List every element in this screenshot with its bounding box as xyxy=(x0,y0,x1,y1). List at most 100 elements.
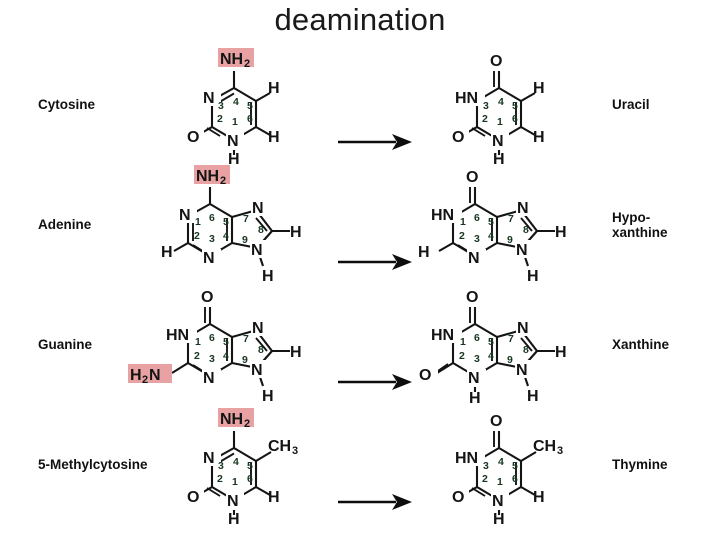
ring-number-2: 2 xyxy=(482,473,488,485)
reactant-label-cytosine: Cytosine xyxy=(38,97,96,112)
product-label-xanthine: Xanthine xyxy=(612,337,670,352)
ring-number-4: 4 xyxy=(498,456,504,468)
ring-number-9: 9 xyxy=(242,234,248,246)
atom-label-o4: O xyxy=(490,413,502,430)
structure-adenine: NH 2 N N N N H H H 1 6 5 2 3 4 7 8 9 xyxy=(150,165,320,285)
ring-number-7: 7 xyxy=(508,213,514,225)
atom-label-h1: H xyxy=(493,151,505,168)
atom-label-ch3: CH xyxy=(268,438,291,455)
atom-label-n3: N xyxy=(468,370,480,387)
page-title: deamination xyxy=(274,2,446,37)
ring-number-2: 2 xyxy=(217,473,223,485)
ring-number-5: 5 xyxy=(223,216,229,228)
ring-number-6: 6 xyxy=(247,473,253,485)
ring-number-4: 4 xyxy=(233,96,239,108)
highlight-amino-adenine xyxy=(194,165,230,184)
ring-number-1: 1 xyxy=(232,476,238,488)
atom-label-nh2: NH xyxy=(196,168,219,185)
ring-number-1: 1 xyxy=(497,476,503,488)
atom-sub-2: 2 xyxy=(244,58,250,70)
ring-number-3: 3 xyxy=(474,233,480,245)
atom-label-h9: H xyxy=(527,388,539,405)
reaction-arrow-1 xyxy=(338,131,414,153)
atom-label-ch3: CH xyxy=(533,438,556,455)
ring-number-6: 6 xyxy=(209,332,215,344)
structure-thymine: O HN O N CH 3 H H 3 4 5 2 1 6 xyxy=(415,405,585,528)
ring-number-2: 2 xyxy=(194,230,200,242)
ring-number-8: 8 xyxy=(258,344,264,356)
atom-label-n7: N xyxy=(517,200,529,217)
highlight-amino-methylcytosine xyxy=(218,408,254,427)
structure-cytosine: NH 2 N O N H H H 3 4 5 2 1 6 xyxy=(150,45,300,168)
atom-label-n1: N xyxy=(492,493,504,510)
atom-label-h2n-n: N xyxy=(149,367,161,384)
ring-number-6: 6 xyxy=(474,332,480,344)
atom-label-h9: H xyxy=(262,268,274,285)
reactant-label-adenine: Adenine xyxy=(38,217,92,232)
ring-number-5: 5 xyxy=(247,100,253,112)
ring-number-3: 3 xyxy=(218,460,224,472)
atom-sub-3: 3 xyxy=(292,445,298,457)
ring-number-4: 4 xyxy=(488,350,494,362)
ring-number-3: 3 xyxy=(209,233,215,245)
atom-label-hn3: HN xyxy=(455,450,478,467)
atom-label-hn3: HN xyxy=(455,90,478,107)
highlight-amino-guanine xyxy=(128,364,172,383)
highlight-amino-cytosine xyxy=(218,48,254,67)
atom-label-h9: H xyxy=(262,388,274,405)
right-arrow-icon xyxy=(338,254,412,270)
structure-guanine: O HN N N N H H H 2 N 1 6 5 2 3 4 7 8 9 xyxy=(128,285,325,405)
atom-label-n9: N xyxy=(516,242,528,259)
atom-label-h6: H xyxy=(533,489,545,506)
ring-number-6: 6 xyxy=(474,212,480,224)
product-label-line1: Hypo- xyxy=(612,210,651,225)
atom-sub-3: 3 xyxy=(557,445,563,457)
ring-number-1: 1 xyxy=(195,216,201,228)
ring-number-9: 9 xyxy=(507,234,513,246)
ring-number-9: 9 xyxy=(242,354,248,366)
ring-number-6: 6 xyxy=(247,113,253,125)
product-label-thymine: Thymine xyxy=(612,457,668,472)
reaction-arrow-4 xyxy=(338,491,414,513)
atom-label-h8: H xyxy=(555,224,567,241)
thymine-svg: O HN O N CH 3 H H 3 4 5 2 1 6 xyxy=(451,411,563,528)
atom-label-nh2: NH xyxy=(220,411,243,428)
ring-number-6: 6 xyxy=(209,212,215,224)
reaction-row-methylcytosine: 5-Methylcytosine xyxy=(0,405,720,528)
atom-label-nh2: NH xyxy=(220,51,243,68)
ring-number-4: 4 xyxy=(223,350,229,362)
ring-number-8: 8 xyxy=(258,224,264,236)
atom-label-h2: H xyxy=(418,244,430,261)
structure-5-methylcytosine: NH 2 N O N CH 3 H H 3 4 5 2 1 6 xyxy=(150,405,310,528)
ring-number-3: 3 xyxy=(474,353,480,365)
atom-label-o2: O xyxy=(187,489,199,506)
ring-number-5: 5 xyxy=(512,460,518,472)
methylcytosine-svg: NH 2 N O N CH 3 H H 3 4 5 2 1 6 xyxy=(186,408,298,528)
ring-number-1: 1 xyxy=(460,336,466,348)
ring-number-4: 4 xyxy=(233,456,239,468)
ring-number-3: 3 xyxy=(483,100,489,112)
ring-number-6: 6 xyxy=(512,113,518,125)
ring-number-5: 5 xyxy=(488,336,494,348)
structure-hypoxanthine: O HN N N N H H H 1 6 5 2 3 4 7 8 9 xyxy=(415,165,595,285)
atom-label-o4: O xyxy=(490,53,502,70)
hypoxanthine-svg: O HN N N N H H H 1 6 5 2 3 4 7 8 9 xyxy=(418,167,567,285)
atom-sub-2: 2 xyxy=(244,418,250,430)
atom-label-h8: H xyxy=(555,344,567,361)
atom-label-h6: H xyxy=(533,129,545,146)
atom-label-n1: N xyxy=(492,133,504,150)
atom-label-n7: N xyxy=(252,320,264,337)
ring-number-8: 8 xyxy=(523,344,529,356)
ring-number-4: 4 xyxy=(488,230,494,242)
xanthine-svg: O HN O N N N H H H 1 6 5 2 3 4 7 8 9 xyxy=(419,287,567,407)
atom-label-n1: N xyxy=(227,133,239,150)
atom-label-n7: N xyxy=(517,320,529,337)
ring-number-5: 5 xyxy=(247,460,253,472)
atom-label-n1: N xyxy=(227,493,239,510)
reactant-label-5-methylcytosine: 5-Methylcytosine xyxy=(38,457,148,472)
atom-label-h8: H xyxy=(290,344,302,361)
atom-label-o2: O xyxy=(452,129,464,146)
atom-label-o2: O xyxy=(187,129,199,146)
ring-number-7: 7 xyxy=(243,213,249,225)
ring-number-1: 1 xyxy=(460,216,466,228)
